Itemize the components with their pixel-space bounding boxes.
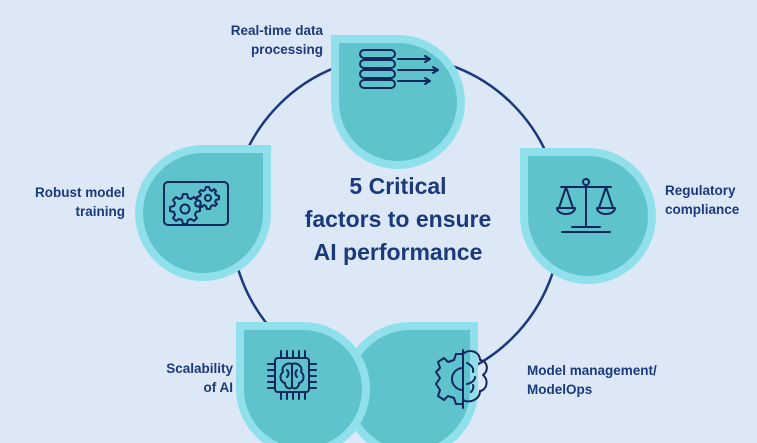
node-regulatory-compliance	[520, 148, 656, 284]
node-petal-inner	[528, 156, 648, 276]
diagram-title: 5 Critical factors to ensure AI performa…	[278, 170, 518, 269]
label-real-time-data: Real-time data processing	[160, 21, 323, 59]
chip-brain-icon	[267, 350, 317, 400]
label-line: Model management/	[527, 363, 657, 378]
scales-icon	[556, 178, 616, 233]
node-petal-inner	[143, 153, 263, 273]
node-real-time-data	[331, 35, 465, 169]
label-line: training	[75, 204, 126, 219]
label-line: ModelOps	[527, 382, 593, 397]
title-line: 5 Critical	[349, 173, 447, 199]
label-line: Regulatory	[665, 183, 736, 198]
label-line: Real-time data	[230, 23, 323, 38]
title-line: AI performance	[313, 239, 483, 265]
gear-brain-icon	[435, 349, 488, 409]
data-stream-icon	[359, 49, 439, 89]
label-line: of AI	[203, 380, 234, 395]
label-line: compliance	[665, 202, 740, 217]
title-line: factors to ensure	[304, 206, 492, 232]
node-petal-inner	[350, 330, 470, 443]
label-line: Scalability	[166, 361, 233, 376]
label-regulatory-compliance: Regulatory compliance	[665, 181, 757, 219]
node-model-management	[342, 322, 488, 443]
label-scalability: Scalability of AI	[95, 359, 233, 397]
label-robust-training: Robust model training	[0, 183, 125, 221]
label-line: Robust model	[35, 185, 125, 200]
node-petal-inner	[339, 43, 457, 161]
node-scalability	[236, 322, 370, 443]
node-petal-inner	[244, 330, 362, 443]
node-robust-training	[135, 145, 271, 281]
label-line: processing	[250, 42, 323, 57]
label-model-management: Model management/ ModelOps	[527, 361, 747, 399]
gears-panel-icon	[163, 181, 229, 226]
